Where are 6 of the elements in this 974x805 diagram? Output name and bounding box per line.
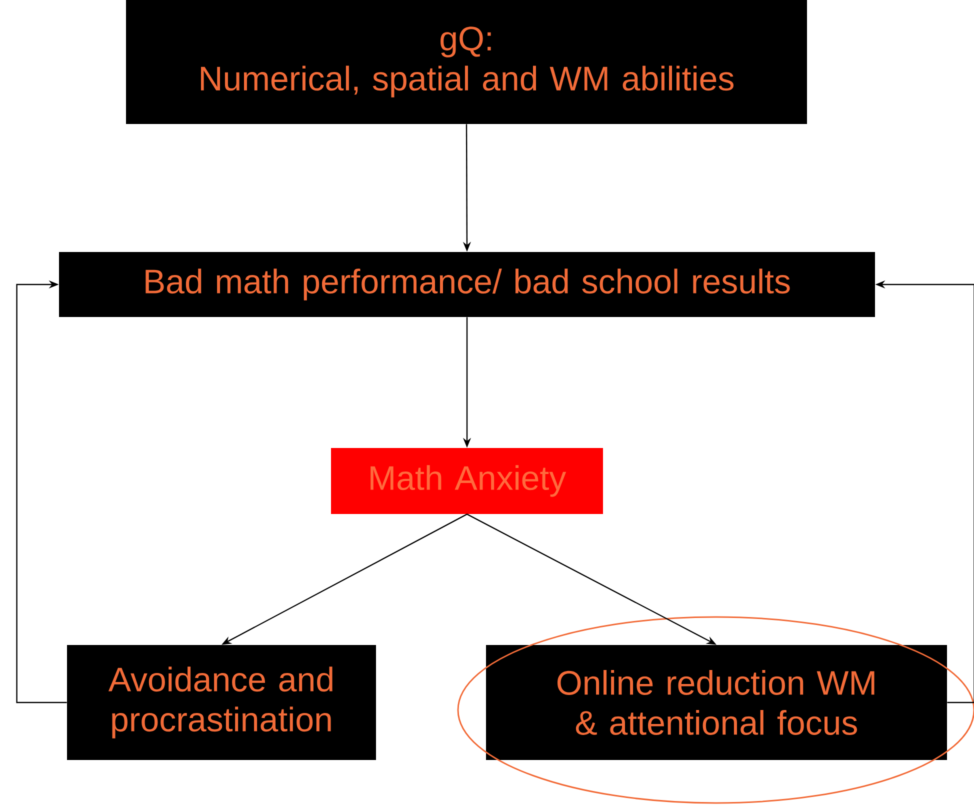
process-box: gQ: Numerical, spatial and WM abilities — [126, 0, 807, 124]
arrow — [16, 280, 67, 704]
anxiety-box: Math Anxiety — [331, 448, 603, 514]
process-box: Online reduction WM & attentional focus — [486, 644, 947, 760]
process-box: Bad math performance/ bad school results — [59, 252, 875, 317]
process-box: Avoidance and procrastination — [67, 644, 376, 760]
